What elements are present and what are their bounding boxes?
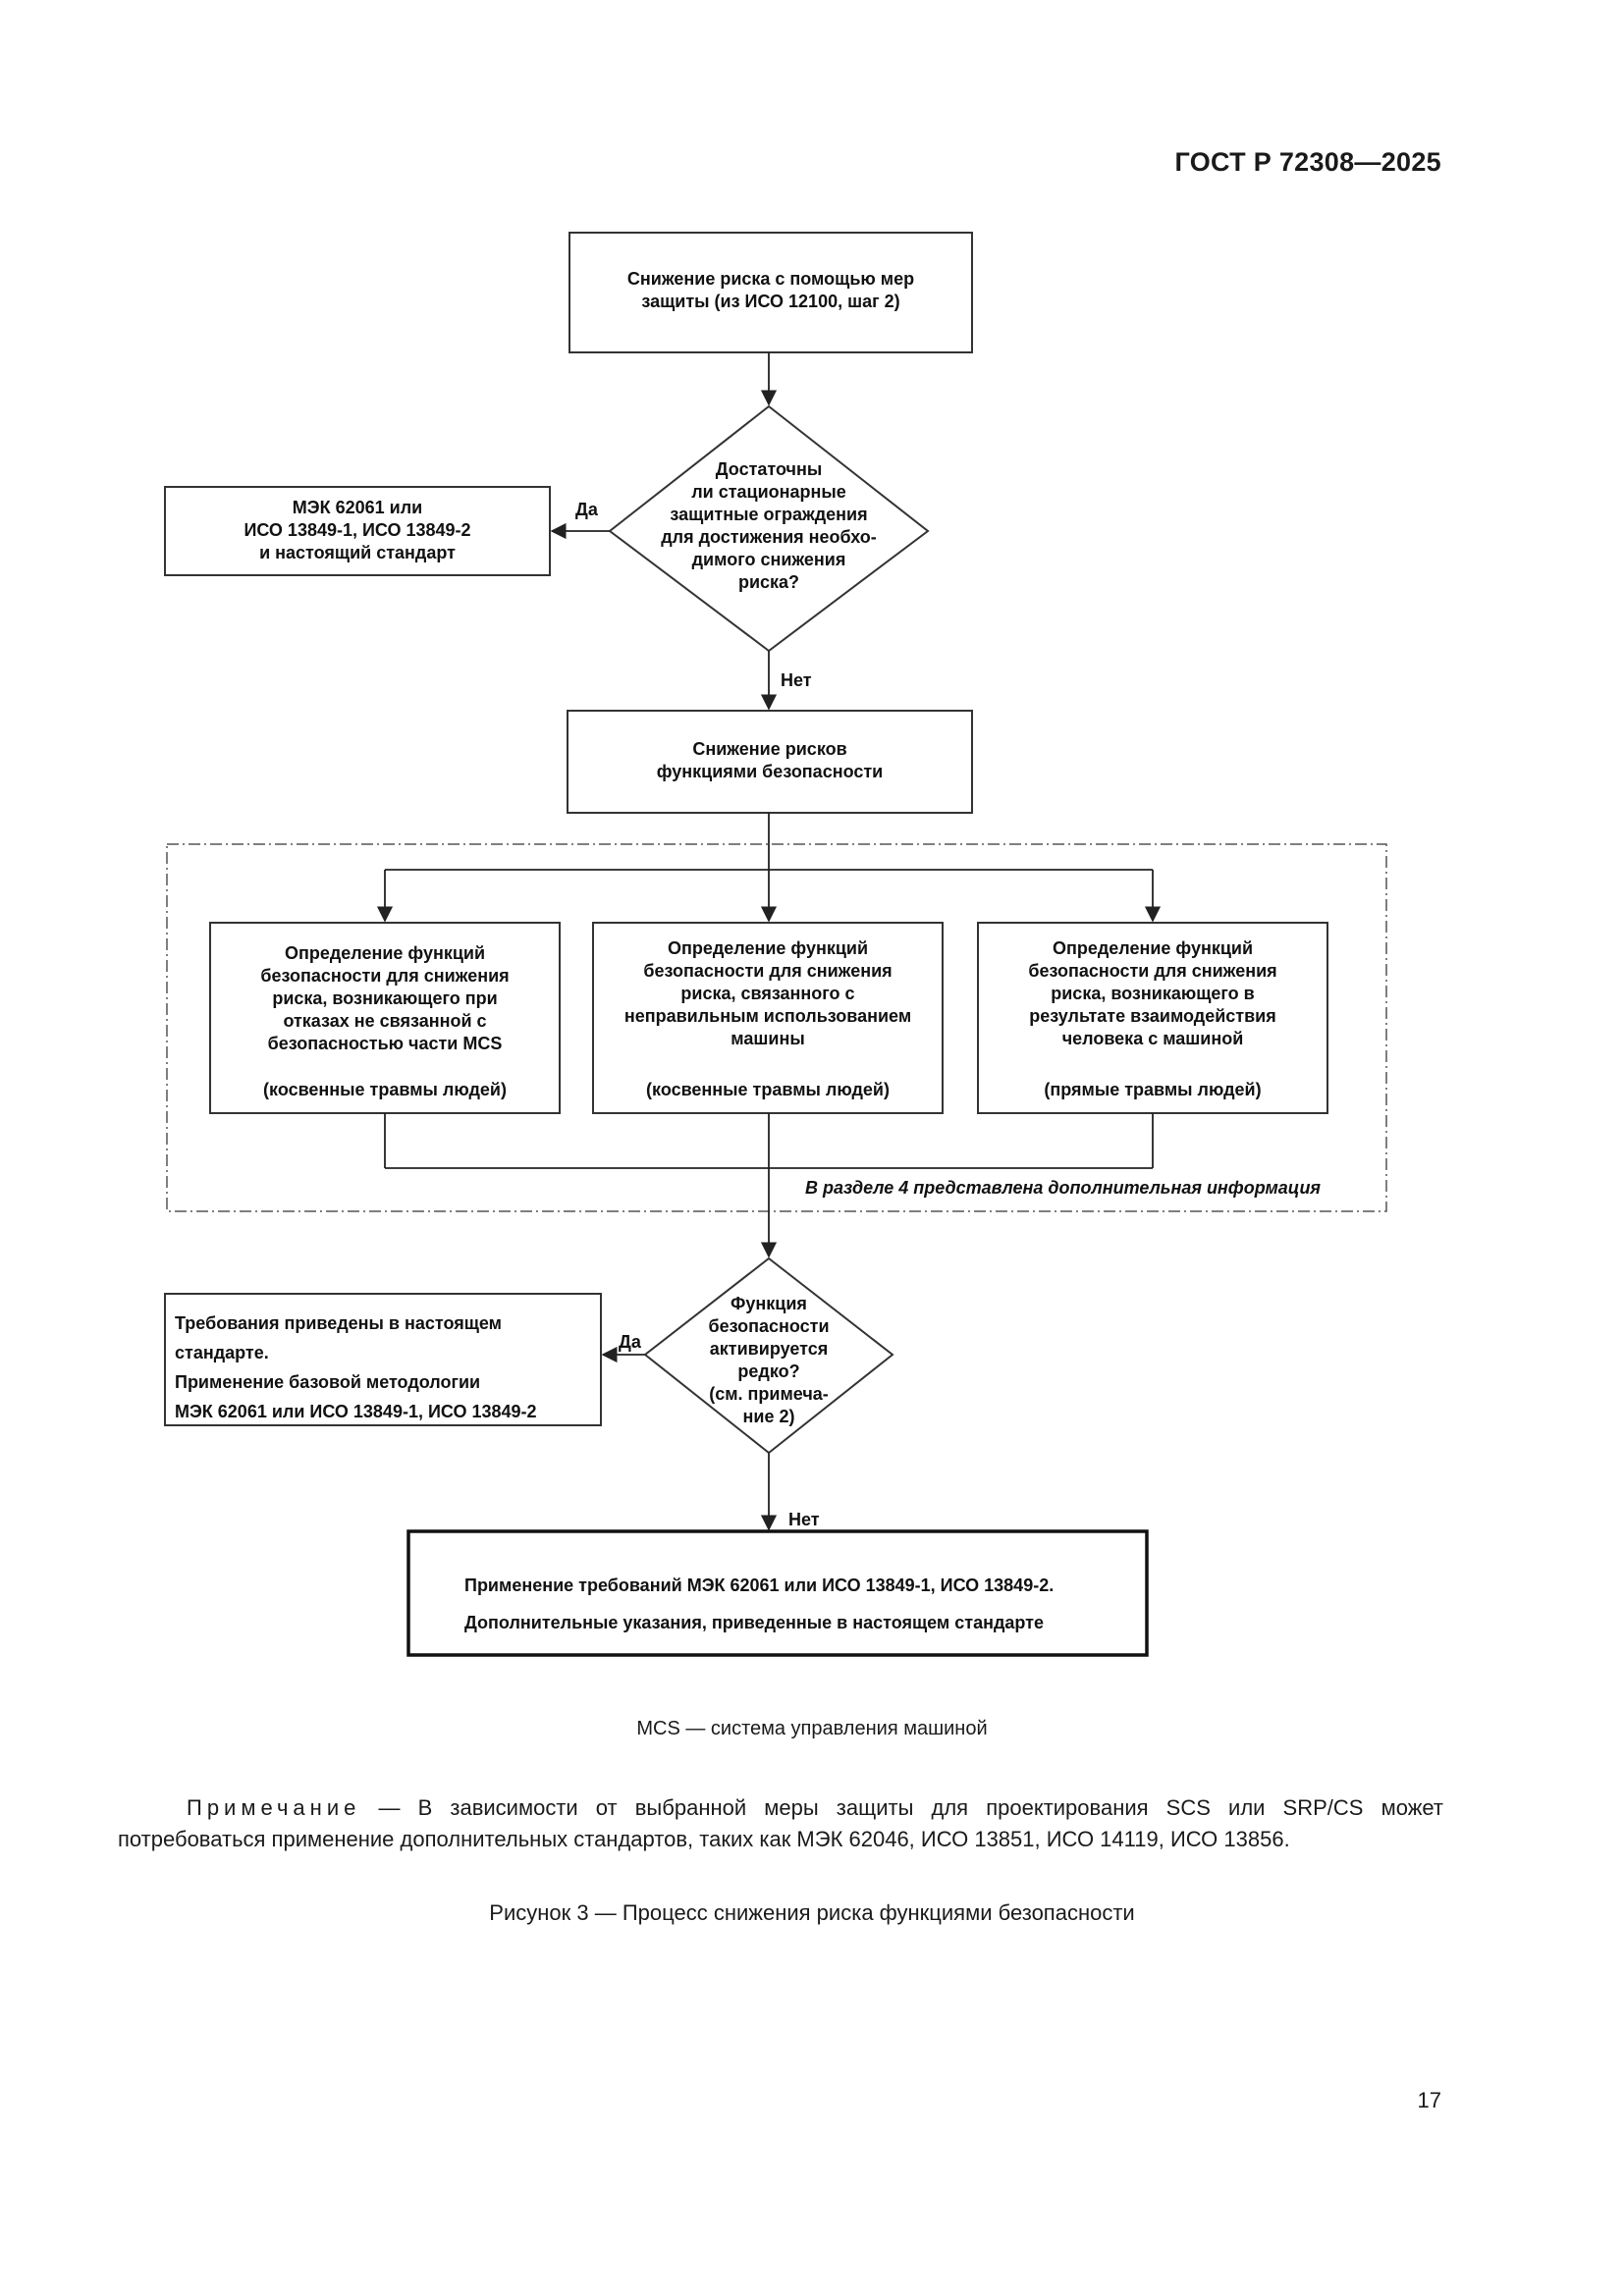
branch-box-1-text: Определение функций безопасности для сни… [260,943,510,1053]
branch-box-2-note: (косвенные травмы людей) [646,1080,890,1099]
start-box-text: Снижение риска с помощью мер защиты (из … [626,269,915,311]
final-box [406,1529,1149,1657]
note-paragraph: Примечание — В зависимости от выбранной … [118,1792,1443,1855]
decision2-text: Функция безопасности активируется редко?… [708,1294,830,1426]
decision2-yes-box [164,1293,602,1426]
page-number: 17 [1417,2088,1441,2112]
document-header: ГОСТ Р 72308—2025 [1174,147,1441,177]
decision1-text: Достаточны ли стационарные защитные огра… [661,459,877,592]
decision2-yes-box-text: Требования приведены в настоящем стандар… [175,1313,537,1421]
branch-group-frame [166,843,1387,1212]
branch-box-3 [977,922,1328,1114]
final-box-text: Применение требований МЭК 62061 или ИСО … [464,1575,1055,1632]
branch-box-1-note: (косвенные травмы людей) [263,1080,507,1099]
safety-functions-box [567,710,973,814]
decision2-yes-label: Да [619,1332,641,1352]
note-label: Примечание [187,1795,361,1820]
branch-box-3-note: (прямые травмы людей) [1044,1080,1262,1099]
branch-box-2-text: Определение функций безопасности для сни… [623,938,912,1048]
flowchart-diagram [164,232,1387,1657]
start-box [568,232,973,353]
branch-box-1 [209,922,561,1114]
decision1-yes-box [164,486,551,576]
decision2-no-label: Нет [788,1510,820,1529]
branch-box-3-text: Определение функций безопасности для сни… [1028,938,1277,1048]
figure-caption: Рисунок 3 — Процесс снижения риска функц… [489,1900,1135,1925]
section-info-text: В разделе 4 представлена дополнительная … [805,1178,1322,1198]
note-text: — В зависимости от выбранной меры защиты… [118,1795,1443,1851]
decision1-yes-label: Да [575,500,598,519]
decision1-no-label: Нет [781,670,812,690]
decision1-yes-box-text: МЭК 62061 или ИСО 13849-1, ИСО 13849-2 и… [244,498,471,562]
abbreviation-legend: MCS — система управления машиной [636,1718,988,1739]
branch-box-2 [592,922,944,1114]
safety-functions-box-text: Снижение рисков функциями безопасности [656,739,884,781]
